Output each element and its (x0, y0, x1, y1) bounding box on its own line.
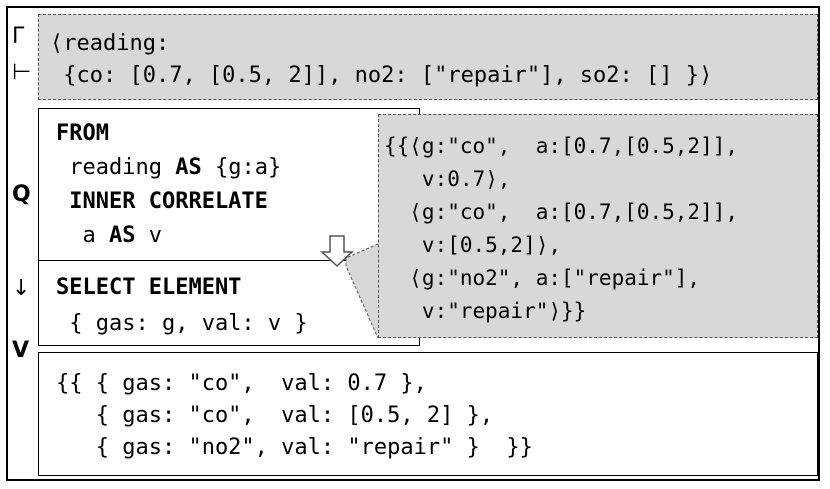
correlate-var-text: a (56, 223, 109, 248)
down-arrow-label: ↓ (12, 276, 31, 301)
bindings-line-1: {{⟨g:"co", a:[0.7,[0.5,2]], (384, 134, 739, 158)
environment-box (38, 14, 818, 100)
query-select-body: { gas: g, val: v } (56, 311, 308, 336)
bindings-line-3: ⟨g:"co", a:[0.7,[0.5,2]], (384, 200, 739, 224)
bindings-line-6: v:"repair"⟩}} (384, 299, 587, 323)
query-inner-correlate-line: INNER CORRELATE (56, 186, 268, 218)
select-element-keyword: SELECT ELEMENT (56, 275, 242, 300)
as-keyword: AS (175, 155, 202, 180)
result-line-3: { gas: "no2", val: "repair" } }} (56, 435, 533, 460)
correlate-alias: v (135, 223, 162, 248)
from-keyword: FROM (56, 121, 109, 146)
query-reading-line: reading AS {g:a} (56, 152, 281, 184)
environment-line-2: {co: [0.7, [0.5, 2]], no2: ["repair"], s… (50, 63, 713, 88)
inner-correlate-keyword: INNER CORRELATE (56, 189, 268, 214)
bindings-line-5: ⟨g:"no2", a:["repair"], (384, 266, 701, 290)
gamma-label: Γ (12, 24, 25, 49)
query-divider (38, 260, 420, 261)
turnstile-label: ⊢ (12, 60, 32, 85)
q-label: Q (12, 182, 31, 207)
result-box (38, 352, 818, 476)
result-line-1: {{ { gas: "co", val: 0.7 }, (56, 371, 427, 396)
bindings-line-4: v:[0.5,2]⟩, (384, 233, 562, 257)
query-box (38, 108, 420, 346)
diagram-frame (6, 6, 820, 481)
query-correlate-line: a AS v (56, 220, 162, 252)
bindings-line-2: v:0.7⟩, (384, 167, 511, 191)
bindings-box (378, 114, 818, 338)
result-line-2: { gas: "co", val: [0.5, 2] }, (56, 403, 494, 428)
v-label: V (12, 338, 30, 363)
binding-pattern: {g:a} (201, 155, 282, 180)
down-arrow-icon (320, 235, 354, 268)
callout-tail (345, 243, 379, 339)
query-from-line: FROM (56, 118, 109, 150)
query-select-line: SELECT ELEMENT (56, 272, 241, 304)
reading-text: reading (56, 155, 176, 180)
environment-line-1: ⟨reading: (50, 31, 170, 56)
as-keyword-2: AS (108, 223, 136, 248)
